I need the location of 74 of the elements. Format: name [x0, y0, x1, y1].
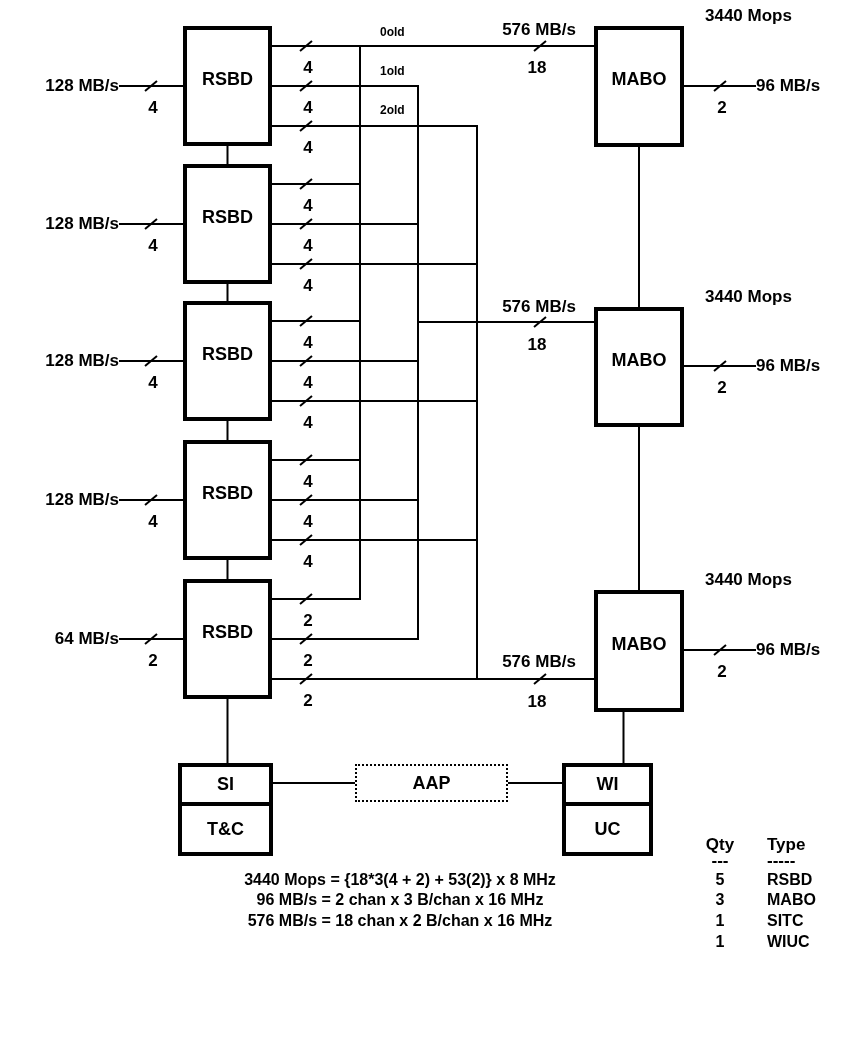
connector-line	[118, 638, 184, 640]
connector-line	[226, 698, 229, 764]
connector-line	[683, 649, 757, 651]
block-box	[594, 26, 684, 147]
block-box	[183, 26, 272, 146]
note-text: Qty	[705, 835, 735, 855]
note-text: 18	[527, 692, 547, 712]
note-text: 1old	[380, 65, 405, 79]
connector-line	[226, 145, 229, 165]
note-text: 96 MB/s = 2 chan x 3 B/chan x 16 MHz	[256, 890, 544, 910]
block-label: AAP	[412, 772, 451, 794]
rate-text: 64 MB/s	[54, 628, 119, 650]
block-label: RSBD	[202, 482, 253, 504]
note-text: 3440 Mops = {18*3(4 + 2) + 53(2)} x 8 MHz	[244, 870, 556, 890]
rate-text: 128 MB/s	[45, 213, 119, 235]
block-label: SI	[217, 774, 234, 795]
block-label: UC	[594, 818, 621, 840]
note-text: 1	[715, 911, 725, 931]
connector-line	[638, 426, 640, 591]
note-text: WIUC	[767, 932, 810, 952]
note-text: Type	[767, 835, 806, 855]
connector-line	[638, 146, 640, 308]
block-box	[183, 301, 272, 421]
note-text: 2old	[380, 104, 405, 118]
note-text: RSBD	[767, 870, 813, 890]
dotted-box	[355, 764, 508, 802]
block-box	[183, 164, 272, 284]
note-text: 5	[715, 870, 725, 890]
block-label: MABO	[611, 69, 667, 90]
connector-line	[622, 711, 625, 764]
connector-line	[118, 499, 184, 501]
throughput-note: 3440 Mops	[705, 6, 792, 26]
block-label: T&C	[207, 818, 244, 840]
rate-text: 128 MB/s	[45, 75, 119, 97]
note-text: 18	[527, 335, 547, 355]
note-text: 576 MB/s	[502, 297, 576, 317]
note-text: MABO	[767, 890, 816, 910]
connector-line	[683, 365, 757, 367]
note-text: 0old	[380, 26, 405, 40]
rate-text: 128 MB/s	[45, 350, 119, 372]
block-box	[183, 440, 272, 560]
rate-text: 96 MB/s	[756, 75, 821, 97]
block-label: RSBD	[202, 343, 253, 365]
block-label: RSBD	[202, 68, 253, 90]
block-label: MABO	[611, 349, 667, 371]
connector-line	[226, 283, 229, 302]
rate-text: 96 MB/s	[756, 639, 821, 661]
note-text: 1	[715, 932, 725, 952]
connector-line	[118, 85, 184, 87]
block-box	[594, 590, 684, 712]
rate-text: 128 MB/s	[45, 489, 119, 511]
note-text: 18	[527, 58, 547, 78]
note-text: 576 MB/s	[502, 20, 576, 40]
connector-line	[226, 420, 229, 441]
block-box	[183, 579, 272, 699]
block-label: WI	[596, 774, 619, 795]
throughput-note: 3440 Mops	[705, 570, 792, 590]
connector-line	[118, 223, 184, 225]
note-text: SITC	[767, 911, 804, 931]
note-text: 576 MB/s	[502, 652, 576, 672]
block-label: RSBD	[202, 206, 253, 228]
connector-line	[226, 559, 229, 580]
block-box	[594, 307, 684, 427]
rate-text: 96 MB/s	[756, 355, 821, 377]
note-text: 3	[715, 890, 725, 910]
connector-line	[507, 782, 563, 784]
connector-line	[271, 678, 595, 680]
throughput-note: 3440 Mops	[705, 287, 792, 307]
connector-line	[683, 85, 757, 87]
block-label: RSBD	[202, 621, 253, 643]
block-label: MABO	[611, 633, 667, 655]
note-text: 576 MB/s = 18 chan x 2 B/chan x 16 MHz	[247, 911, 553, 931]
connector-line	[118, 360, 184, 362]
connector-line	[272, 782, 356, 784]
